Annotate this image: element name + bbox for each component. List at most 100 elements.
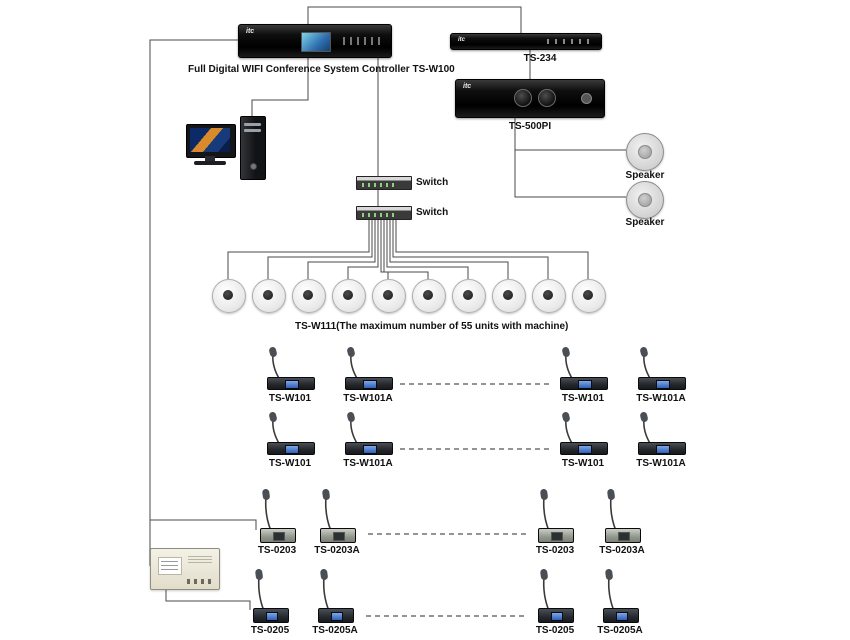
mic-ts-w101 [556, 346, 610, 390]
mic-base [267, 442, 315, 455]
wire-trunk-row3 [150, 519, 257, 530]
wifi-unit [532, 279, 566, 313]
wire-switch-unit10 [395, 218, 589, 279]
mic-base [260, 528, 296, 543]
speaker-icon [626, 181, 664, 219]
wire-ts500pi-speaker2 [514, 116, 626, 198]
mic-screen [285, 380, 299, 389]
monitor-base [194, 161, 226, 165]
monitor-screen [190, 128, 230, 152]
mic-base [603, 608, 639, 623]
power-button [250, 163, 257, 170]
itc-logo: itc [458, 37, 466, 43]
mic-base [538, 528, 574, 543]
switch-device-2 [356, 206, 412, 220]
mic-base [345, 377, 393, 390]
mic-label: TS-0205 [250, 625, 290, 636]
mic-label: TS-0205 [535, 625, 575, 636]
mic-ts-w101a [634, 411, 688, 455]
mic-label: TS-W101 [268, 393, 312, 404]
itc-logo: itc [246, 28, 255, 35]
wire-switch-unit3 [307, 218, 376, 279]
mic-screen [656, 380, 670, 389]
wifi-unit [412, 279, 446, 313]
mic-ts-w101 [556, 411, 610, 455]
drive-bay [244, 129, 261, 132]
wire-switch-unit6 [383, 218, 429, 279]
mic-screen [578, 380, 592, 389]
mic-label: TS-0205A [597, 625, 643, 636]
mic-label: TS-0203A [599, 545, 645, 556]
computer-monitor [186, 124, 238, 165]
computer-tower [240, 116, 266, 180]
controller-label: Full Digital WIFI Conference System Cont… [188, 64, 455, 75]
wifi-unit [292, 279, 326, 313]
mic-base [638, 377, 686, 390]
mic-screen [618, 532, 630, 541]
wifi-unit [492, 279, 526, 313]
mic-label: TS-W101 [268, 458, 312, 469]
mic-label: TS-W101 [561, 393, 605, 404]
mic-ts-0205a [598, 567, 642, 623]
box-vent [188, 556, 212, 564]
controller-screen [301, 32, 331, 52]
wifi-unit [372, 279, 406, 313]
mic-screen [363, 445, 377, 454]
mic-ts-w101a [634, 346, 688, 390]
ts500pi-device: itc [455, 79, 605, 118]
mic-base [320, 528, 356, 543]
mic-label: TS-0203A [314, 545, 360, 556]
wifi-unit [252, 279, 286, 313]
wire-switch-unit1 [227, 218, 370, 279]
mic-label: TS-0205A [312, 625, 358, 636]
wifi-unit [452, 279, 486, 313]
mic-ts-w101 [263, 411, 317, 455]
ts234-label: TS-234 [523, 53, 557, 64]
vu-meter-right [538, 89, 556, 107]
wifi-unit [572, 279, 606, 313]
mic-ts-0203a [600, 487, 644, 543]
controller-device: itc [238, 24, 392, 58]
mic-base [318, 608, 354, 623]
mic-base [560, 377, 608, 390]
mic-screen [656, 445, 670, 454]
wire-controller-computer [251, 56, 309, 116]
mic-screen [578, 445, 592, 454]
wifi-unit [332, 279, 366, 313]
vu-meter-left [514, 89, 532, 107]
mic-label: TS-W101 [561, 458, 605, 469]
mic-ts-0203 [533, 487, 577, 543]
mic-label: TS-W101A [343, 458, 393, 469]
wire-switch-unit2 [267, 218, 373, 279]
mic-base [253, 608, 289, 623]
speaker-label: Speaker [625, 217, 665, 228]
mic-label: TS-W101A [636, 458, 686, 469]
mic-ts-0205a [313, 567, 357, 623]
mic-base [538, 608, 574, 623]
mic-screen [331, 612, 343, 621]
wire-box-row4 [165, 588, 251, 610]
mic-label: TS-0203 [257, 545, 297, 556]
wire-switch-unit9 [392, 218, 549, 279]
mic-base [267, 377, 315, 390]
mic-ts-w101 [263, 346, 317, 390]
mic-ts-w101a [341, 346, 395, 390]
speaker-label: Speaker [625, 170, 665, 181]
mic-ts-0203a [315, 487, 359, 543]
wire-controller-ts234 [307, 6, 522, 33]
volume-knob [581, 93, 592, 104]
mic-base [605, 528, 641, 543]
ts234-buttons [547, 39, 593, 44]
speaker-icon [626, 133, 664, 171]
monitor-stand [205, 156, 215, 161]
wire-switch-unit8 [389, 218, 509, 279]
mic-base [638, 442, 686, 455]
mic-ts-w101a [341, 411, 395, 455]
mic-screen [333, 532, 345, 541]
switch1-label: Switch [416, 177, 449, 188]
wire-switch-unit7 [386, 218, 469, 279]
wire-switch-unit4 [347, 218, 379, 279]
mic-base [560, 442, 608, 455]
